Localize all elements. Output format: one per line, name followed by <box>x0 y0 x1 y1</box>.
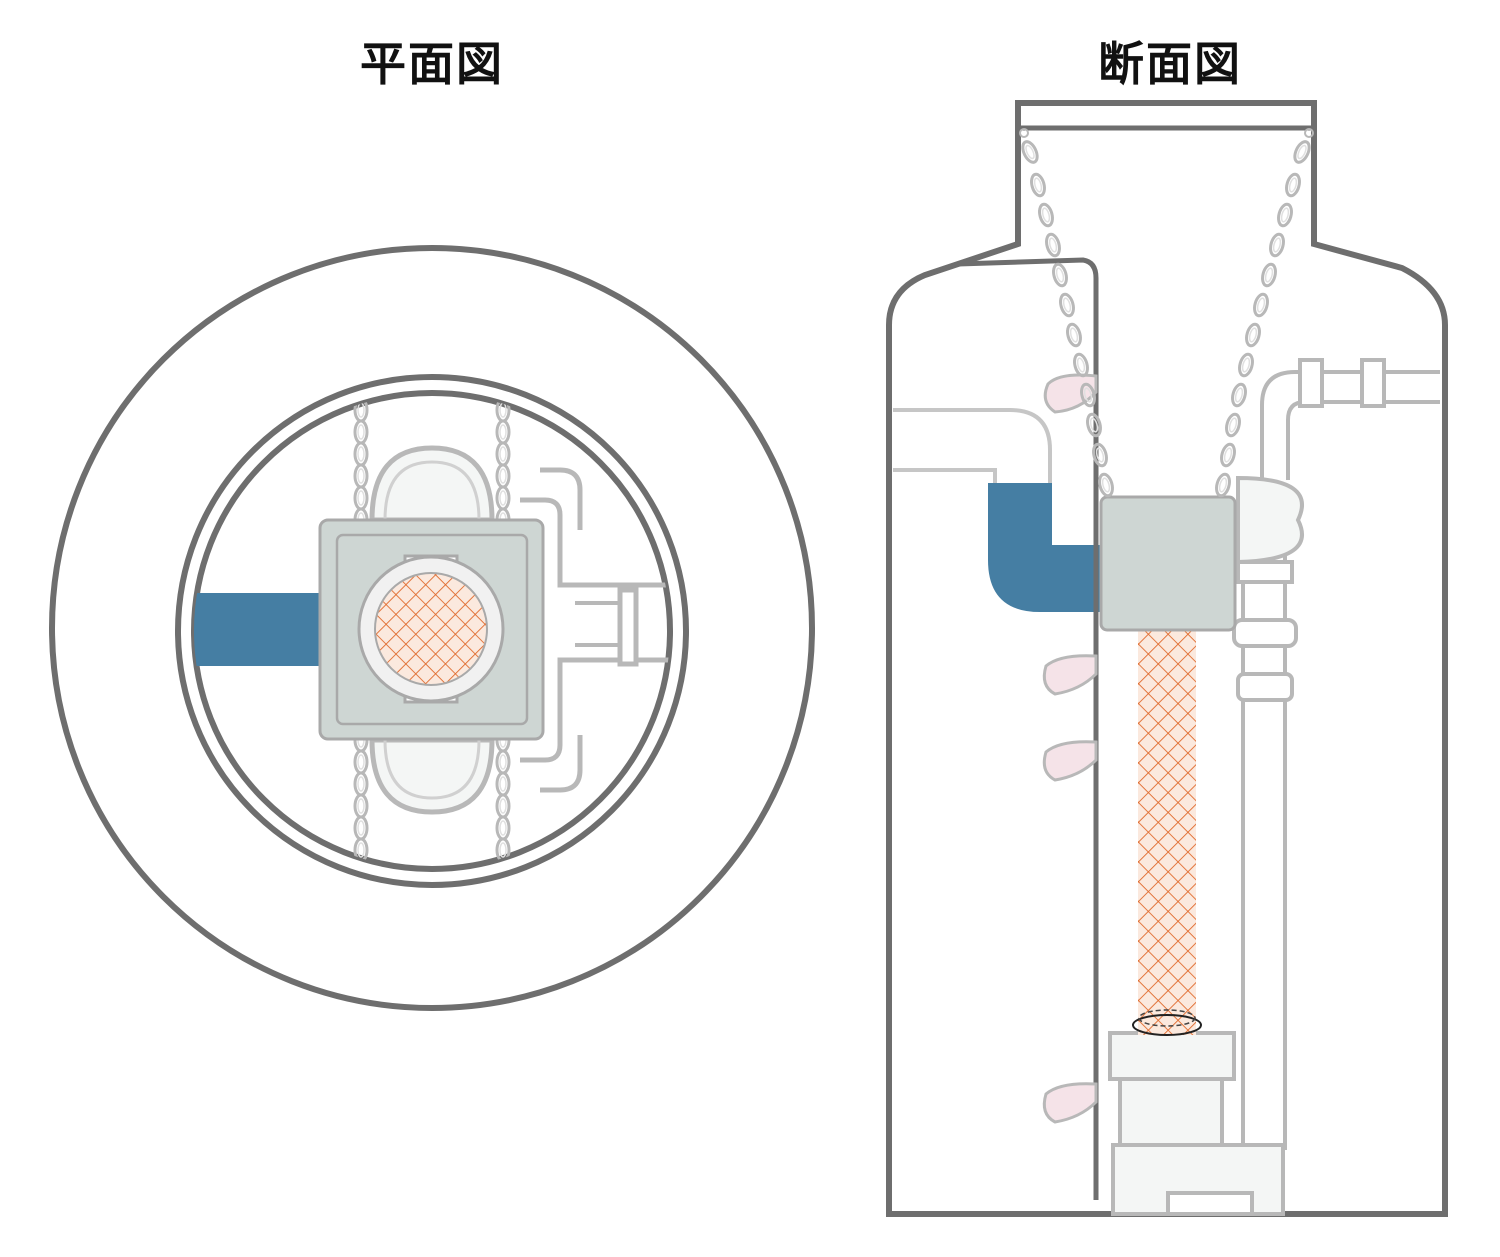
hanging-chain-left <box>1018 128 1117 499</box>
pipe-flange <box>617 587 639 667</box>
plan-view-title: 平面図 <box>360 37 504 91</box>
plan-view <box>49 245 815 1011</box>
pump-head <box>1108 1031 1236 1081</box>
inflow-pipe-outline <box>893 408 1052 545</box>
float-top <box>369 445 495 523</box>
strainer-mesh-tube <box>1138 627 1196 1035</box>
section-view-title: 断面図 <box>1098 37 1242 91</box>
step-rung <box>1042 654 1098 696</box>
discharge-piping <box>1241 358 1440 1150</box>
inlet-pipe-plan <box>194 593 325 666</box>
float-bottom <box>369 737 495 815</box>
hanging-chain-right <box>1212 128 1314 499</box>
inner-wall <box>957 257 1099 1200</box>
check-valve <box>1232 475 1304 702</box>
step-rung <box>1042 740 1098 782</box>
inlet-pipe-section <box>988 483 1100 612</box>
step-rungs <box>1042 373 1098 1124</box>
strainer-mesh-plan <box>374 572 488 686</box>
discharge-pipe-loop <box>520 467 670 793</box>
pump-housing-section <box>1099 495 1237 632</box>
pump-motor <box>1118 1075 1224 1147</box>
section-view <box>886 100 1448 1217</box>
manhole-tank-outline <box>886 100 1448 1217</box>
step-rung <box>1042 1082 1098 1124</box>
strainer-bottom-ring <box>1132 1014 1202 1036</box>
